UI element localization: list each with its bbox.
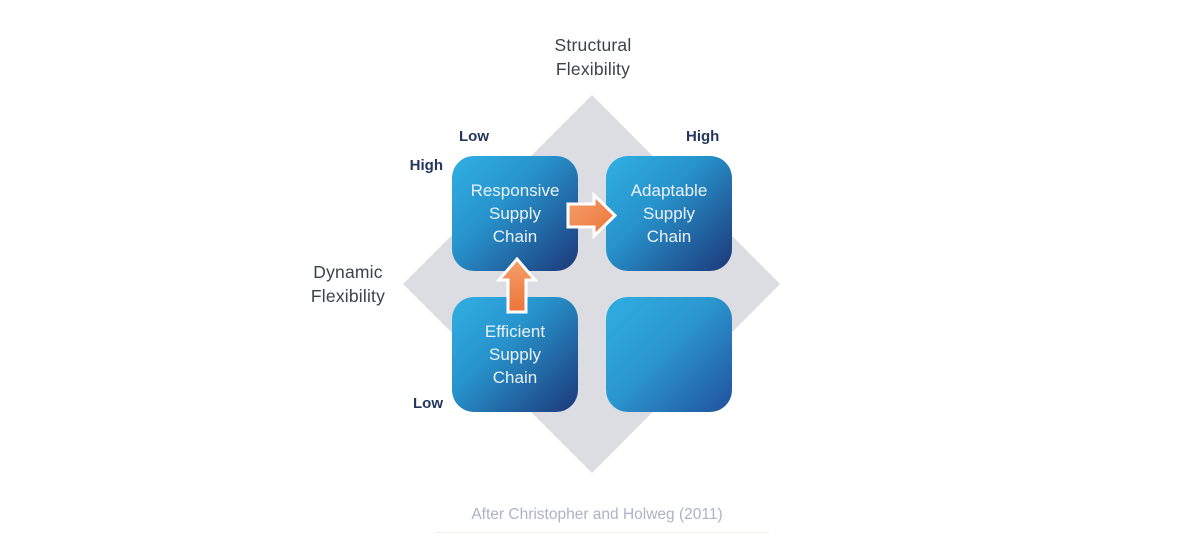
dynamic-title-line1: Dynamic	[313, 262, 383, 282]
empty-quadrant-box	[606, 297, 732, 412]
box-text-line: Efficient	[484, 322, 546, 341]
caption-divider	[435, 532, 769, 533]
box-text-line: Supply	[489, 204, 541, 223]
efficient-supply-chain-box: Efficient Supply Chain	[452, 297, 578, 412]
adaptable-supply-chain-box: Adaptable Supply Chain	[606, 156, 732, 271]
box-text-line: Chain	[646, 227, 692, 246]
structural-high-label: High	[686, 128, 720, 145]
box-text-line: Responsive	[470, 181, 560, 200]
structural-title-line1: Structural	[554, 35, 632, 55]
box-text-line: Adaptable	[630, 181, 708, 200]
responsive-supply-chain-box: Responsive Supply Chain	[452, 156, 578, 271]
structural-low-label: Low	[459, 128, 489, 145]
box-text-line: Chain	[492, 227, 538, 246]
structural-title-line2: Flexibility	[555, 59, 631, 79]
diamond-shape	[403, 95, 780, 473]
dynamic-high-label: High	[409, 157, 443, 174]
box-text-line: Supply	[643, 204, 695, 223]
structural-flexibility-axis-title: Structural Flexibility	[493, 33, 693, 81]
citation-text: After Christopher and Holweg (2011)	[471, 506, 723, 523]
dynamic-flexibility-axis-title: Dynamic Flexibility	[292, 260, 404, 308]
dynamic-title-line2: Flexibility	[310, 286, 386, 306]
dynamic-low-label: Low	[413, 395, 443, 412]
box-text-line: Supply	[489, 345, 541, 364]
box-text-line: Chain	[492, 368, 538, 387]
